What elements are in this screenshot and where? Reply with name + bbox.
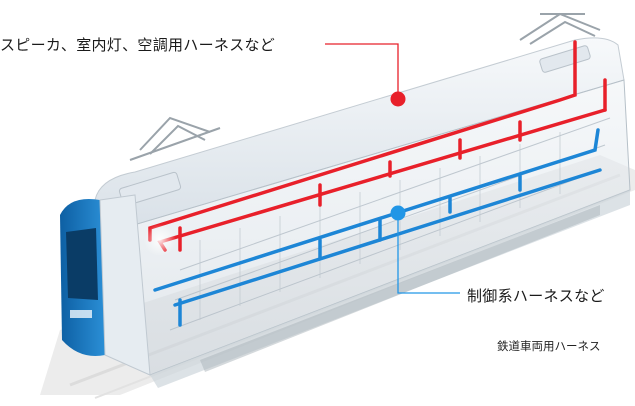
upper-harness-label: スピーカ、室内灯、空調用ハーネスなど [0, 36, 276, 54]
control-harness-label: 制御系ハーネスなど [467, 287, 605, 305]
figure-caption: 鉄道車両用ハーネス [497, 339, 601, 353]
headlight-glow [144, 224, 176, 256]
lower-harness-blue [153, 128, 602, 327]
pantograph-rear [519, 12, 601, 45]
leader-line-blue [390, 205, 460, 294]
car-body [94, 79, 631, 388]
leader-line-red [325, 43, 406, 107]
car-front-nose [60, 194, 151, 376]
pantograph-front [129, 116, 221, 161]
